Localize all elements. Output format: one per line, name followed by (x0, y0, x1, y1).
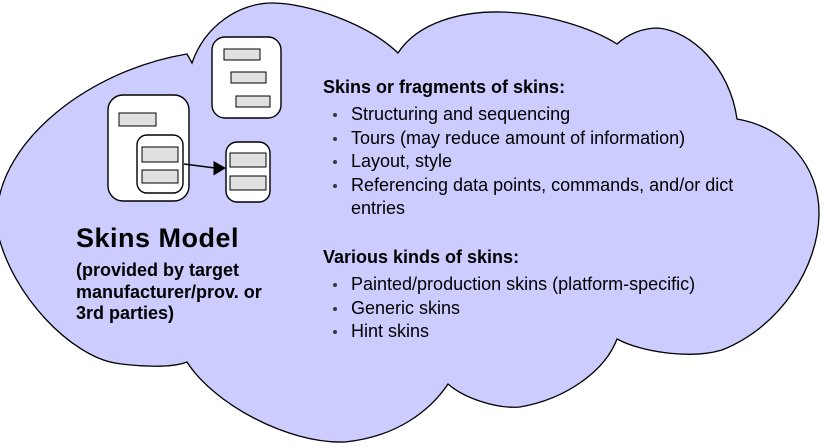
bullet-icon (333, 160, 337, 164)
bullet-item: Layout, style (323, 150, 775, 174)
field-placeholder (229, 175, 267, 191)
fragment-arrow-icon (183, 161, 226, 176)
field-placeholder (229, 152, 267, 168)
bullet-icon (333, 136, 337, 141)
field-placeholder (141, 146, 179, 163)
skin-document-icon-top (211, 36, 282, 119)
subtitle-line: (provided by target (76, 260, 240, 280)
subtitle-line: manufacturer/prov. or (76, 281, 262, 302)
bullet-item-label: Referencing data points, commands, and/o… (351, 174, 734, 219)
bullet-item: Structuring and sequencing (323, 103, 775, 127)
bullet-item-label: Hint skins (351, 321, 430, 341)
bullet-item-label: Generic skins (351, 297, 461, 318)
bullet-icon (333, 306, 337, 311)
bullet-item: Painted/production skins (platform-speci… (323, 273, 775, 297)
bullet-icon (333, 113, 337, 117)
section-heading: Various kinds of skins: (323, 247, 520, 267)
section-heading: Skins or fragments of skins: (323, 77, 566, 97)
diagram-title: Skins Model (76, 223, 240, 253)
bullet-item-label: Structuring and sequencing (351, 104, 571, 124)
bullet-item: Generic skins (323, 297, 775, 321)
bullet-item-label: Layout, style (351, 151, 453, 171)
section-kinds-of-skins: Various kinds of skins: Painted/producti… (323, 245, 775, 344)
field-placeholder (118, 112, 157, 127)
bullet-item: Tours (may reduce amount of information) (323, 127, 775, 151)
subtitle-line: 3rd parties) (76, 303, 175, 323)
bullet-icon (333, 183, 337, 188)
bullet-item-label: Tours (may reduce amount of information) (351, 127, 686, 148)
bullet-icon (333, 330, 337, 334)
field-placeholder (141, 169, 179, 184)
bullet-item: Hint skins (323, 320, 775, 344)
title-block: Skins Model (provided by target manufact… (76, 223, 262, 325)
bullet-item: Referencing data points, commands, and/o… (323, 174, 775, 221)
bullet-icon (333, 283, 337, 287)
nested-fragment-icon (136, 134, 184, 194)
skin-fragment-icon-small (225, 141, 271, 203)
field-placeholder (223, 48, 261, 61)
skin-document-icon-large (107, 94, 190, 202)
bullet-list: Painted/production skins (platform-speci… (323, 273, 775, 344)
diagram-subtitle: (provided by target manufacturer/prov. o… (76, 260, 262, 325)
field-placeholder (235, 95, 271, 108)
field-placeholder (230, 71, 267, 84)
section-skin-fragments: Skins or fragments of skins: Structuring… (323, 75, 775, 221)
bullet-item-label: Painted/production skins (platform-speci… (351, 274, 696, 294)
